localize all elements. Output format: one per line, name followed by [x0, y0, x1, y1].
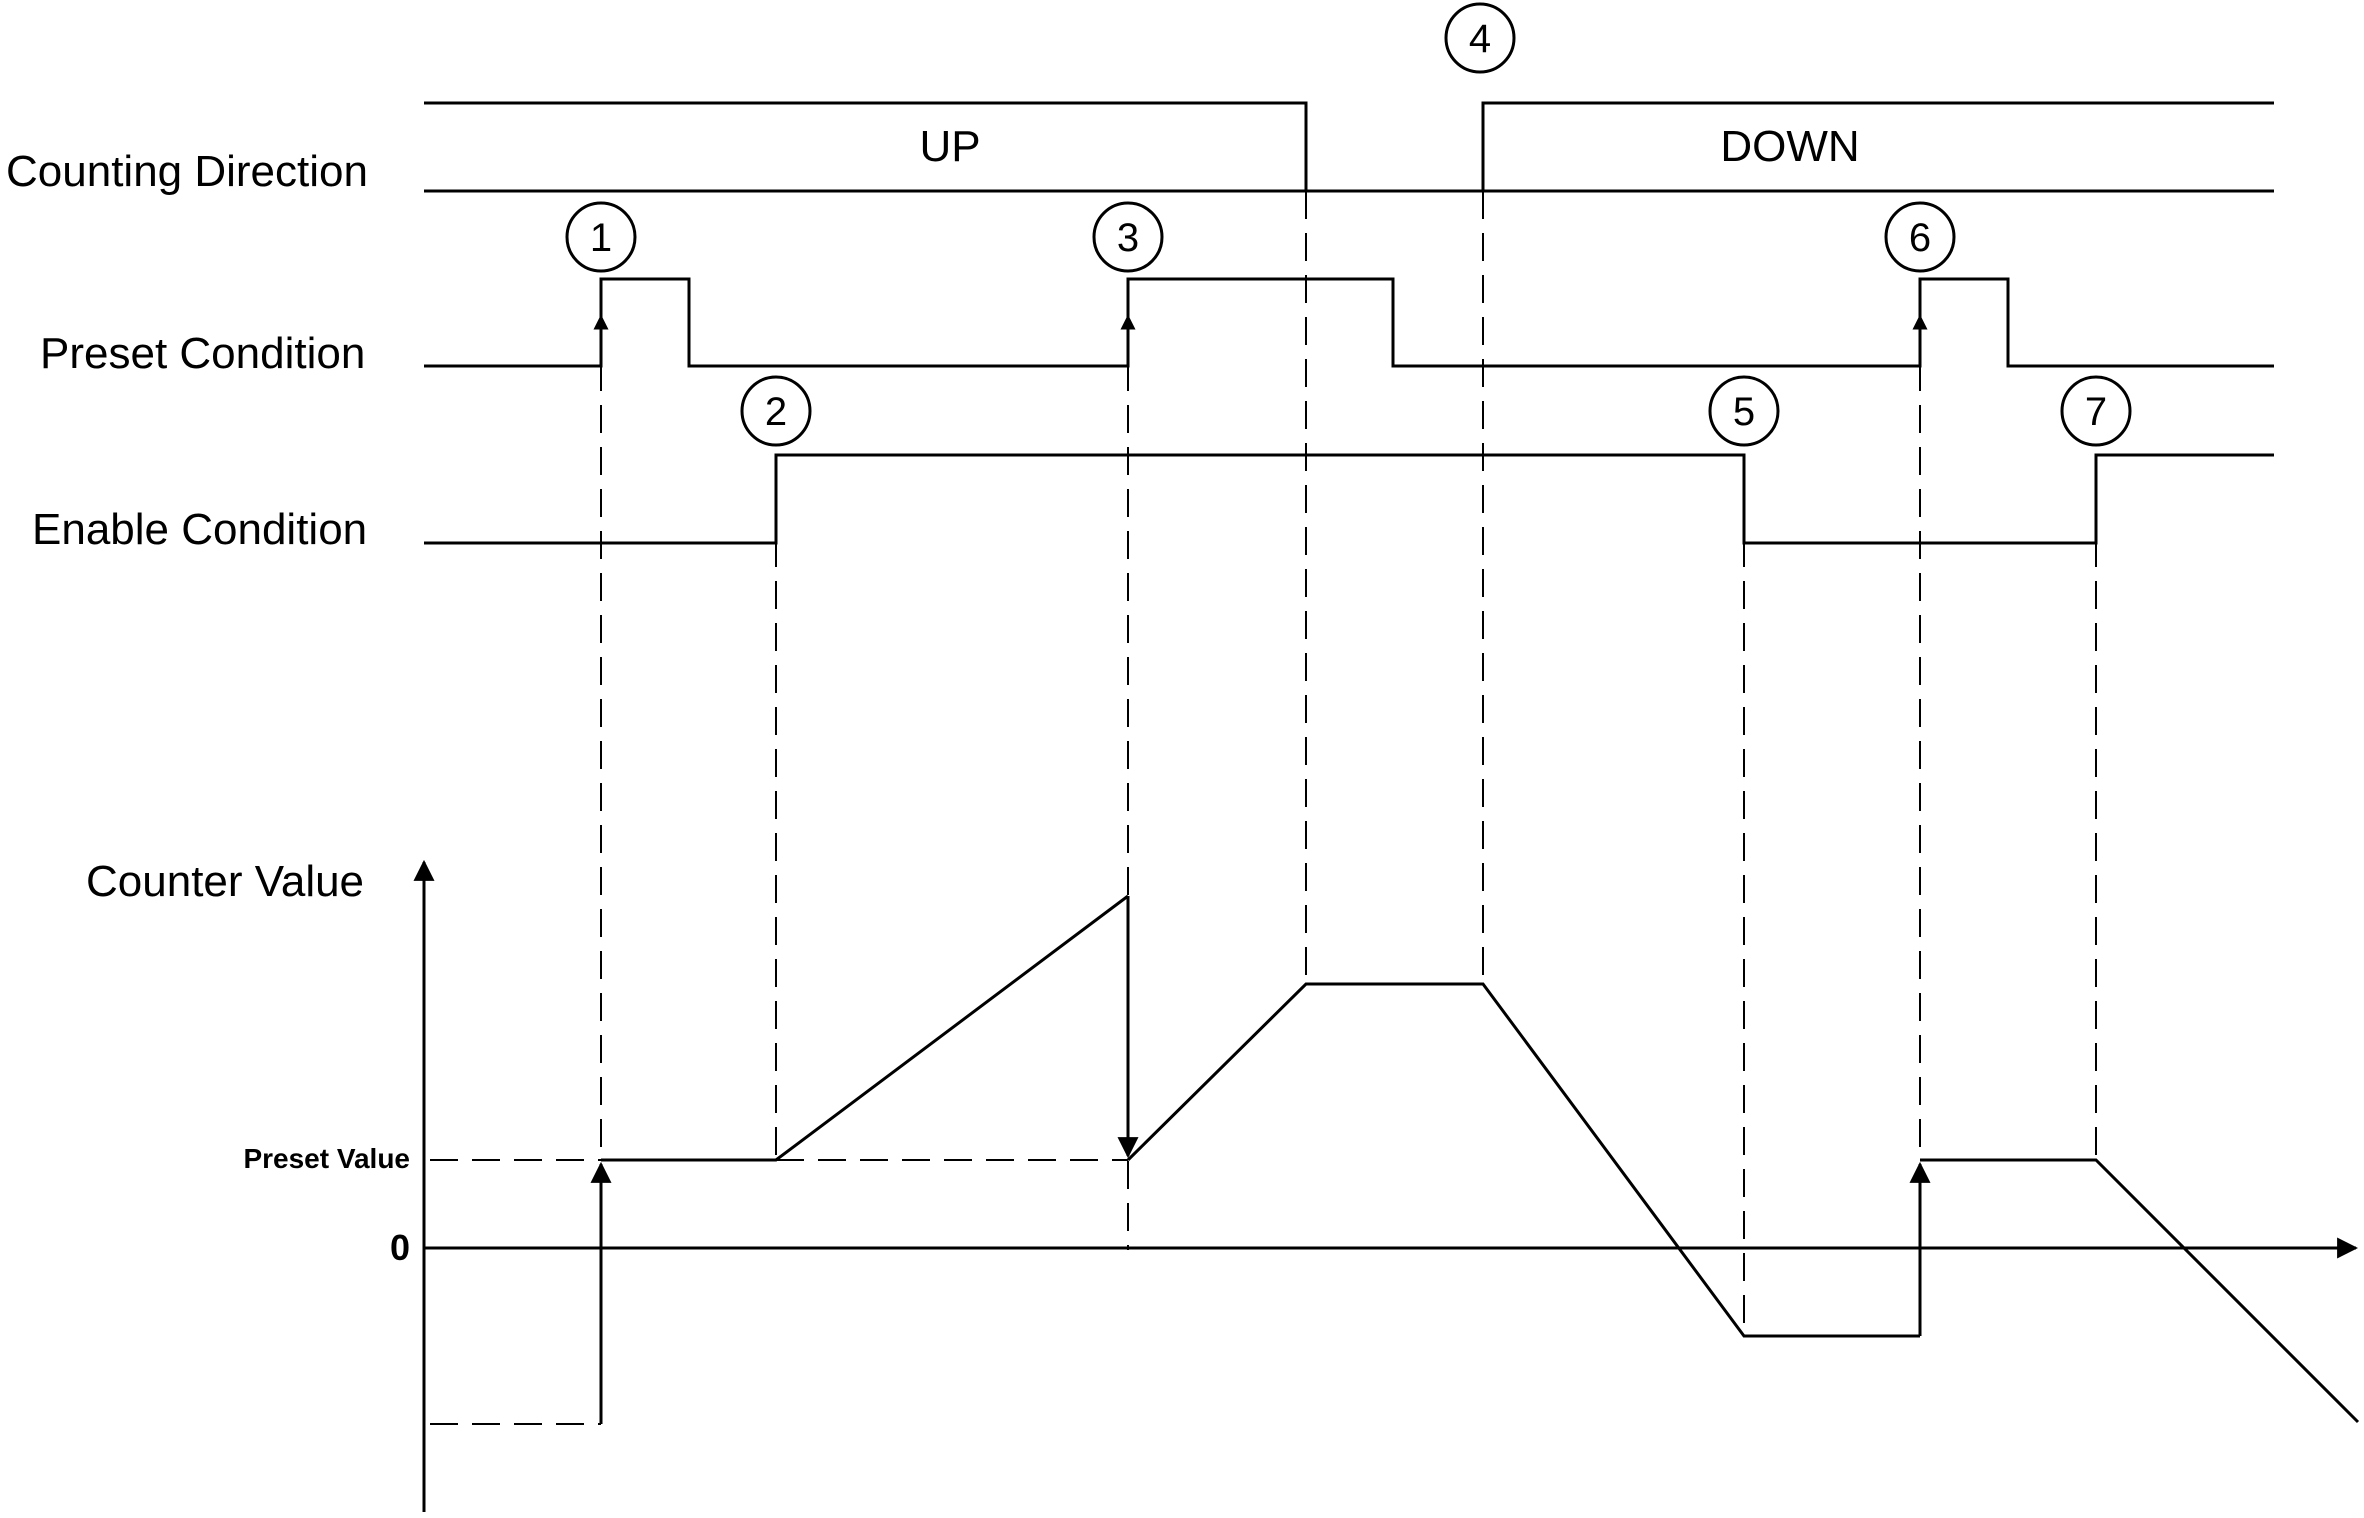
event-marker-1: 1 [565, 201, 637, 273]
event-marker-3: 3 [1092, 201, 1164, 273]
svg-text:3: 3 [1117, 216, 1139, 260]
event-marker-4: 4 [1444, 2, 1516, 74]
preset-value-tick-label: Preset Value [243, 1143, 410, 1174]
event-marker-6: 6 [1884, 201, 1956, 273]
event-marker-5: 5 [1708, 375, 1780, 447]
event-marker-2: 2 [740, 375, 812, 447]
preset-jump-arrows [590, 896, 1931, 1424]
svg-text:2: 2 [765, 390, 787, 434]
counting-direction-waveform: UP DOWN [424, 101, 2274, 193]
zero-tick-label: 0 [390, 1227, 410, 1268]
event-marker-7: 7 [2060, 375, 2132, 447]
svg-text:7: 7 [2085, 390, 2107, 434]
counting-direction-label: Counting Direction [6, 147, 368, 196]
preset-edge-arrows [593, 314, 1928, 335]
svg-text:1: 1 [590, 216, 612, 260]
counter-axes: 0 Preset Value [243, 859, 2359, 1512]
counter-value-trace [601, 894, 2360, 1424]
direction-up-label: UP [919, 122, 980, 171]
svg-text:6: 6 [1909, 216, 1931, 260]
counter-value-label: Counter Value [86, 857, 364, 906]
direction-down-label: DOWN [1720, 122, 1859, 171]
preset-condition-label: Preset Condition [40, 329, 365, 378]
svg-text:4: 4 [1469, 17, 1491, 61]
enable-condition-waveform [424, 453, 2274, 545]
enable-condition-label: Enable Condition [32, 505, 367, 554]
svg-text:5: 5 [1733, 390, 1755, 434]
preset-value-reference [430, 1159, 1128, 1425]
event-guide-lines [600, 191, 2097, 1336]
preset-condition-waveform [424, 277, 2274, 368]
